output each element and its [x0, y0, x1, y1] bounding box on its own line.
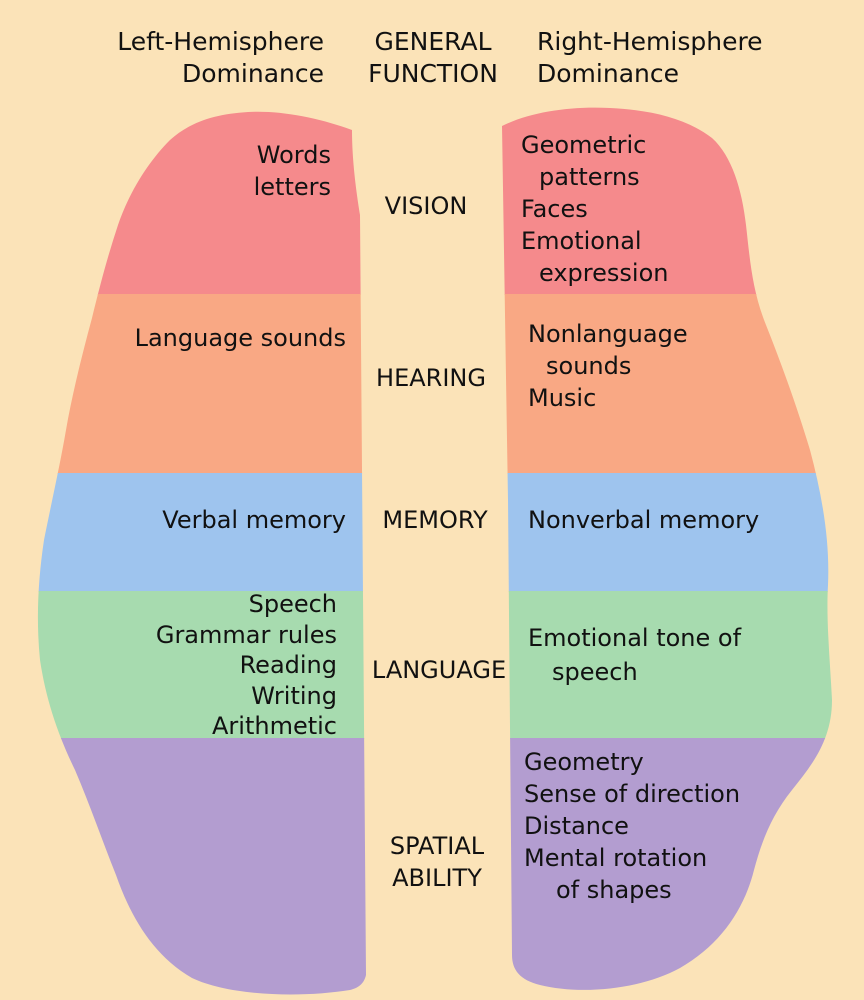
memory-right-line: Nonverbal memory: [528, 506, 760, 534]
vision-left-text: Words letters: [254, 139, 331, 203]
general-function-header: GENERAL FUNCTION: [353, 26, 513, 90]
vision-left-line: letters: [253, 173, 331, 201]
header-center-line1: GENERAL: [374, 27, 492, 56]
language-left-line: Speech: [248, 590, 337, 618]
vision-right-line: Faces: [521, 195, 588, 223]
memory-region: [502, 473, 832, 592]
function-hearing: HEARING: [376, 364, 486, 392]
vision-right-text: Geometric patterns Faces Emotional expre…: [521, 129, 668, 289]
hearing-right-text: Nonlanguage sounds Music: [528, 318, 688, 414]
header-left-line2: Dominance: [182, 59, 324, 88]
spatial-right-line: Mental rotation: [524, 844, 708, 872]
language-right-text: Emotional tone of speech: [528, 621, 741, 689]
hearing-right-line: Nonlanguage: [528, 320, 688, 348]
language-right-line: speech: [552, 658, 638, 686]
memory-left-line: Verbal memory: [162, 506, 346, 534]
hearing-region: [37, 294, 366, 474]
language-left-text: Speech Grammar rules Reading Writing Ari…: [156, 589, 337, 742]
left-hemisphere: [37, 111, 366, 995]
right-hemisphere-header: Right-Hemisphere Dominance: [537, 26, 763, 90]
function-memory: MEMORY: [382, 506, 488, 534]
hearing-left-text: Language sounds: [135, 322, 346, 354]
vision-right-line: Emotional: [521, 227, 642, 255]
hearing-right-line: Music: [528, 384, 597, 412]
header-right-line1: Right-Hemisphere: [537, 27, 763, 56]
header-right-line2: Dominance: [537, 59, 679, 88]
vision-right-line: Geometric: [521, 131, 647, 159]
spatial-right-line: Sense of direction: [524, 780, 741, 808]
vision-right-line: patterns: [539, 163, 640, 191]
spatial-right-line: Distance: [524, 812, 629, 840]
function-vision: VISION: [384, 192, 468, 220]
spatial-right-line: of shapes: [556, 876, 672, 904]
spatial-right-line: Geometry: [524, 748, 644, 776]
header-center-line2: FUNCTION: [368, 59, 498, 88]
language-region: [502, 591, 832, 739]
vision-left-line: Words: [256, 141, 331, 169]
function-language: LANGUAGE: [371, 656, 507, 684]
header-left-line1: Left-Hemisphere: [117, 27, 324, 56]
vision-right-line: expression: [539, 259, 669, 287]
language-left-line: Writing: [251, 681, 337, 710]
spatial-right-text: Geometry Sense of direction Distance Men…: [524, 746, 740, 906]
language-right-line: Emotional tone of: [528, 624, 742, 652]
hearing-right-line: sounds: [546, 352, 632, 380]
memory-left-text: Verbal memory: [162, 504, 346, 536]
language-left-line: Grammar rules: [155, 620, 337, 649]
language-left-line: Reading: [239, 651, 337, 679]
language-region: [37, 591, 366, 739]
hearing-left-line: Language sounds: [134, 324, 346, 352]
left-hemisphere-header: Left-Hemisphere Dominance: [117, 26, 324, 90]
memory-right-text: Nonverbal memory: [528, 504, 759, 536]
function-spatial-ability: SPATIAL ABILITY: [389, 832, 485, 892]
language-left-line: Arithmetic: [212, 712, 337, 740]
memory-region: [37, 473, 366, 592]
